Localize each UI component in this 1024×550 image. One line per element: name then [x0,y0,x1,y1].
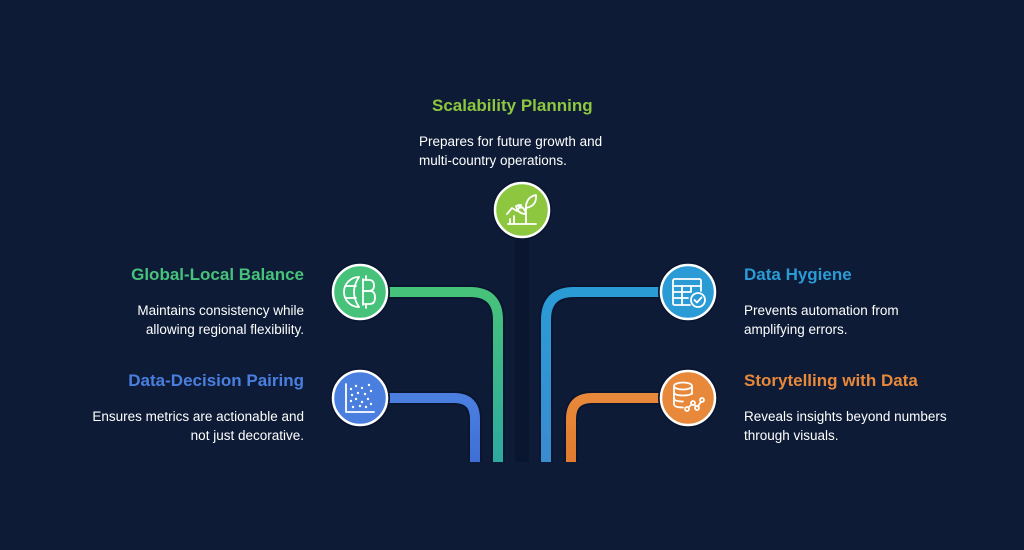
desc-global-local-line1: Maintains consistency while [137,303,304,318]
title-scalability: Scalability Planning [432,96,593,115]
desc-data-hygiene-line1: Prevents automation from [744,303,899,318]
desc-global-local-line2: allowing regional flexibility. [145,322,304,337]
block-global-local: Global-Local Balance Maintains consisten… [24,265,304,339]
desc-data-hygiene: Prevents automation from amplifying erro… [744,301,1014,339]
node-global-local [330,262,390,322]
globe-currency-icon [343,275,376,309]
block-storytelling: Storytelling with Data Reveals insights … [744,371,1014,445]
desc-global-local: Maintains consistency while allowing reg… [24,301,304,339]
node-data-hygiene [658,262,718,322]
desc-scalability: Prepares for future growth and multi-cou… [419,132,700,170]
title-data-hygiene: Data Hygiene [744,265,852,284]
desc-data-decision: Ensures metrics are actionable and not j… [24,407,304,445]
connector-lines [388,236,660,462]
scatter-plot-icon [345,383,375,413]
block-data-hygiene: Data Hygiene Prevents automation from am… [744,265,1014,339]
database-chart-icon [673,381,705,412]
desc-storytelling-line2: through visuals. [744,428,839,443]
title-storytelling: Storytelling with Data [744,371,918,390]
desc-scalability-line1: Prepares for future growth and [419,134,603,149]
connector-data-hygiene [539,285,660,462]
node-data-decision [330,368,390,428]
desc-scalability-line2: multi-country operations. [419,153,567,168]
desc-data-hygiene-line2: amplifying errors. [744,322,848,337]
desc-storytelling-line1: Reveals insights beyond numbers [744,409,947,424]
title-data-decision: Data-Decision Pairing [128,371,304,390]
node-scalability [492,180,552,240]
desc-data-decision-line2: not just decorative. [190,428,304,443]
node-storytelling [658,368,718,428]
connector-storytelling [564,391,660,462]
table-check-icon [672,278,706,308]
title-global-local: Global-Local Balance [131,265,304,284]
desc-storytelling: Reveals insights beyond numbers through … [744,407,1014,445]
plant-growth-icon [506,194,537,225]
desc-data-decision-line1: Ensures metrics are actionable and [92,409,304,424]
block-scalability: Scalability Planning Prepares for future… [400,96,700,170]
connector-data-decision [388,391,482,462]
block-data-decision: Data-Decision Pairing Ensures metrics ar… [24,371,304,445]
